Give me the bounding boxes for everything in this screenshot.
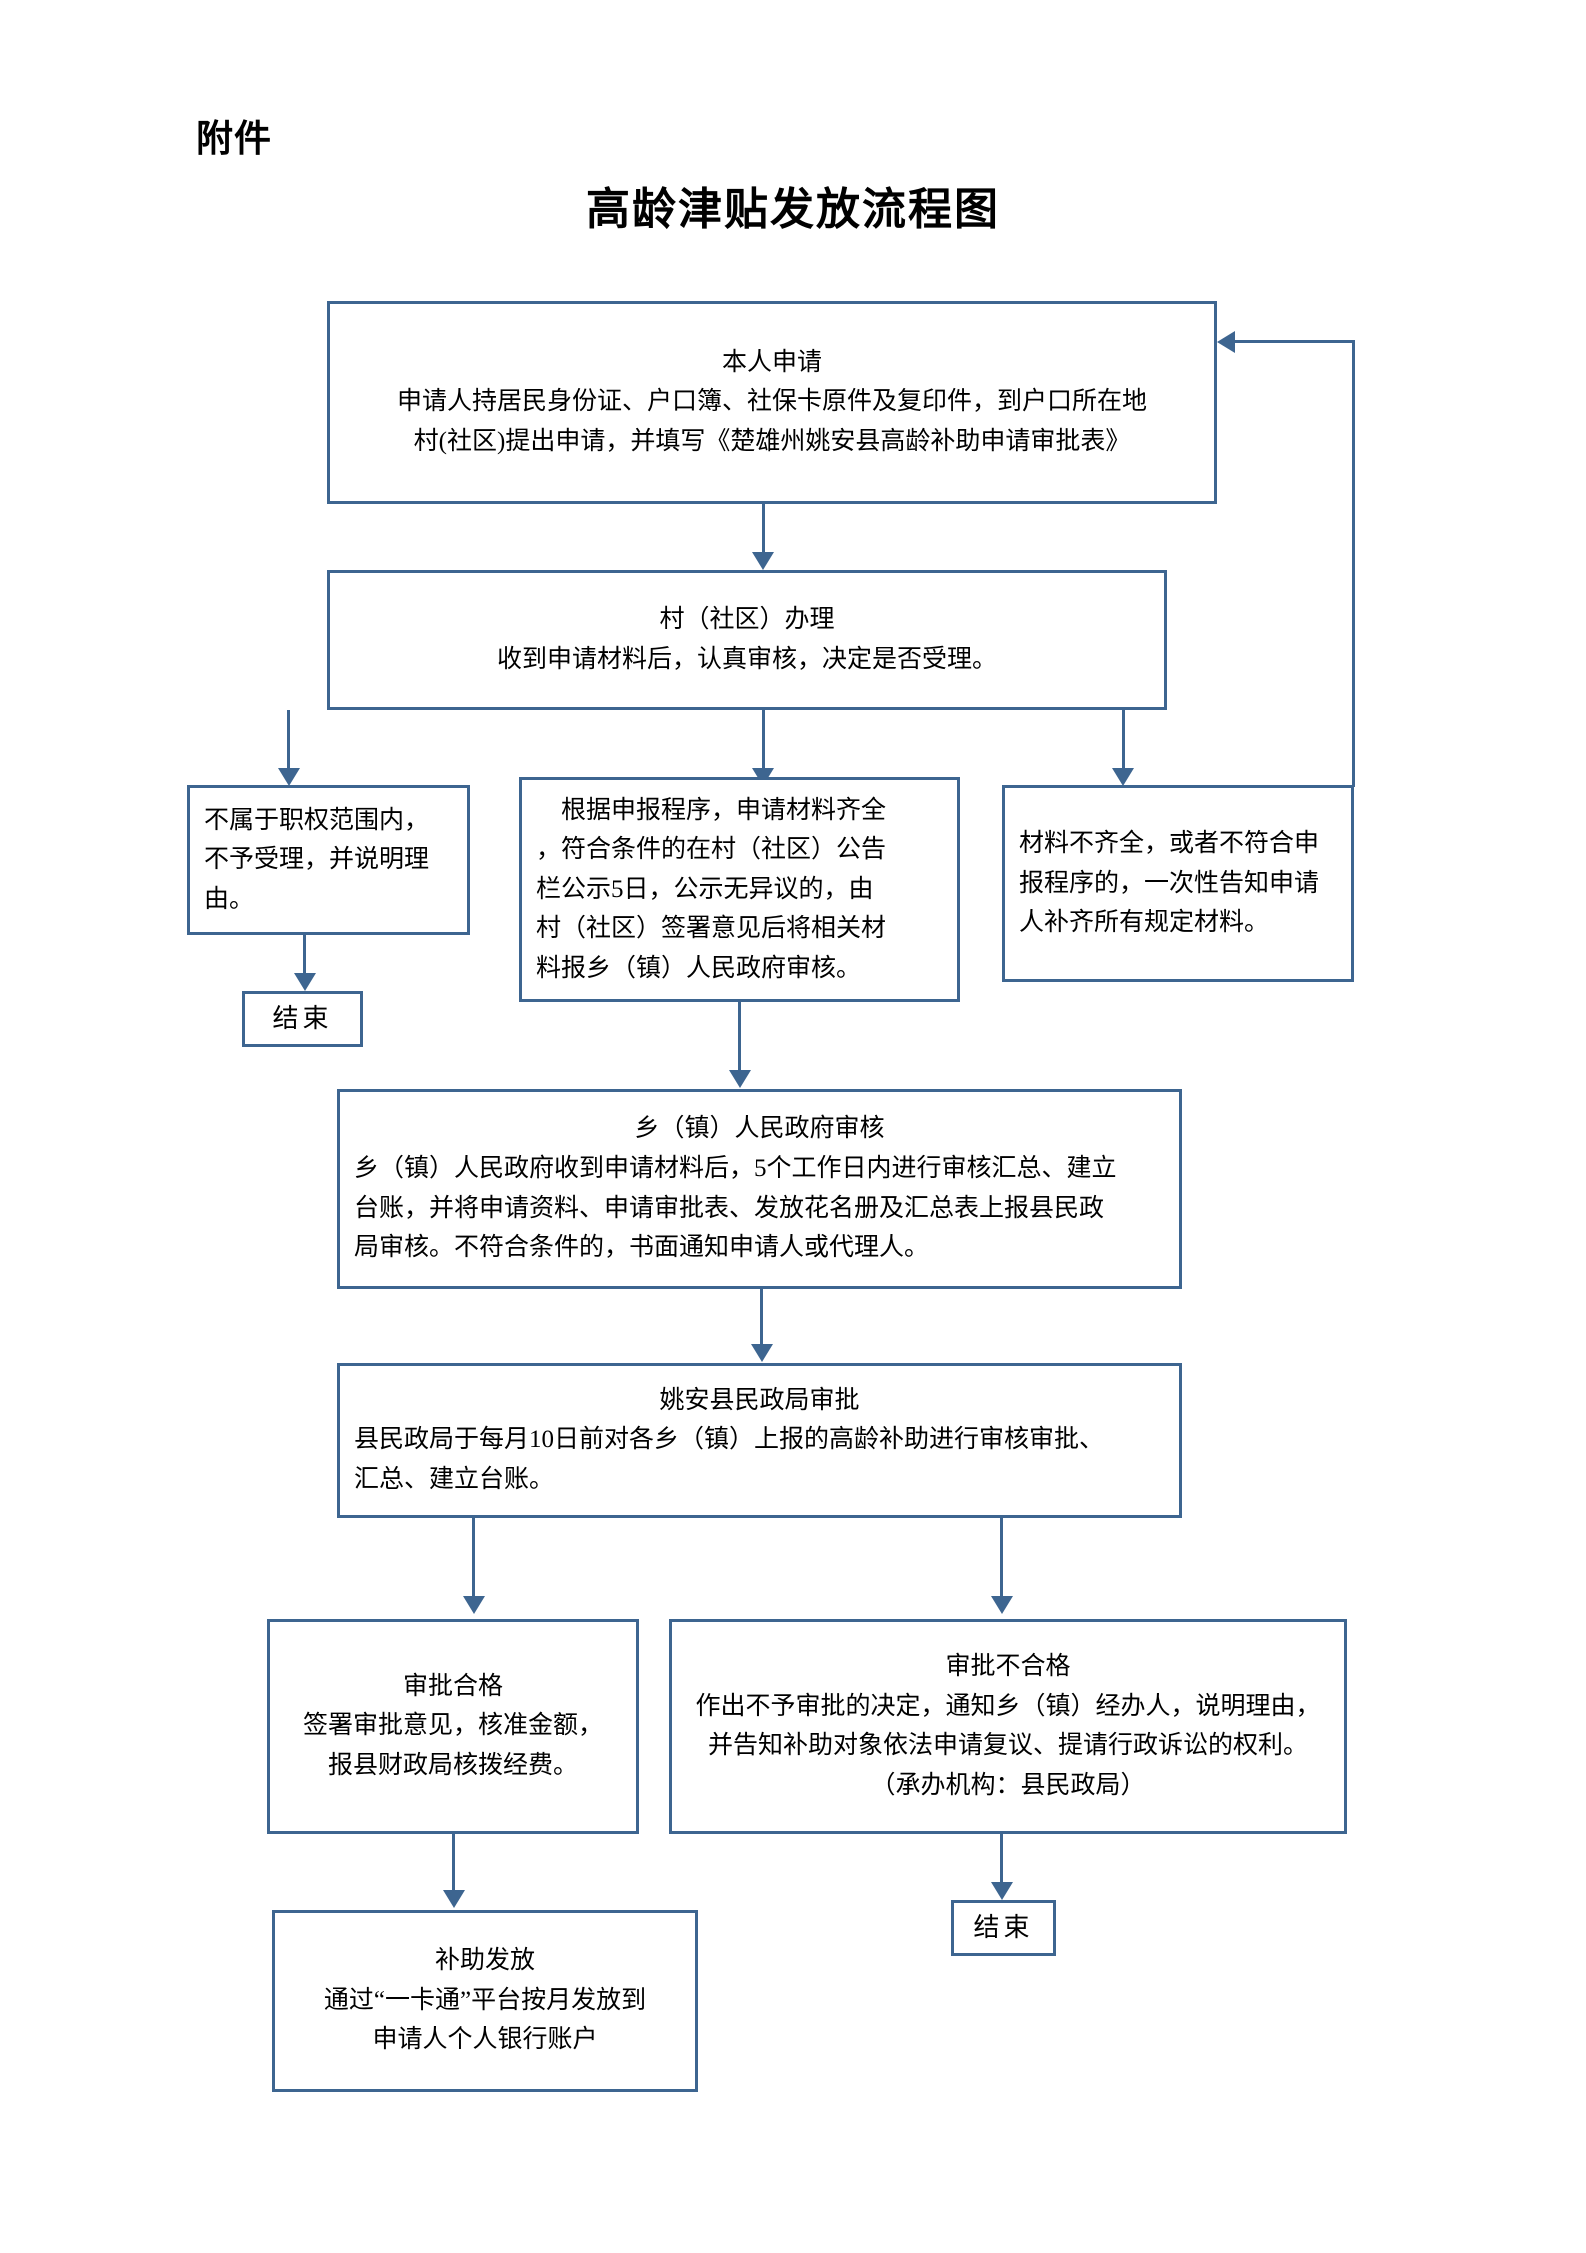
node-county-approval[interactable]: 姚安县民政局审批 县民政局于每月10日前对各乡（镇）上报的高龄补助进行审核审批、… <box>337 1363 1182 1518</box>
node-township-review-line3: 局审核。不符合条件的，书面通知申请人或代理人。 <box>354 1234 930 1262</box>
node-approved-heading: 审批合格 <box>402 1672 503 1700</box>
connector-village-left-vert <box>287 710 290 770</box>
node-approved[interactable]: 审批合格 签署审批意见，核准金额， 报县财政局核拨经费。 <box>267 1619 639 1834</box>
node-end-right-label: 结束 <box>973 1912 1034 1942</box>
connector-approved-to-disbursement <box>452 1834 455 1892</box>
node-self-application-line1: 申请人持居民身份证、户口簿、社保卡原件及复印件，到户口所在地 <box>396 388 1147 416</box>
node-publicize[interactable]: 根据申报程序，申请材料齐全 ，符合条件的在村（社区）公告 栏公示5日，公示无异议… <box>519 777 960 1002</box>
node-publicize-line5: 料报乡（镇）人民政府审核。 <box>536 954 862 982</box>
node-rejected-line3: （承办机构：县民政局） <box>870 1771 1146 1799</box>
connector-apply-to-village <box>762 504 765 554</box>
node-incomplete-materials[interactable]: 材料不齐全，或者不符合申 报程序的，一次性告知申请 人补齐所有规定材料。 <box>1002 785 1354 982</box>
arrowhead-approved-to-disbursement <box>443 1890 465 1908</box>
node-county-approval-line2: 汇总、建立台账。 <box>354 1465 555 1493</box>
node-disbursement[interactable]: 补助发放 通过“一卡通”平台按月发放到 申请人个人银行账户 <box>272 1910 698 2092</box>
arrowhead-township-to-county <box>751 1344 773 1362</box>
node-end-left-label: 结束 <box>272 1003 333 1033</box>
node-out-of-scope[interactable]: 不属于职权范围内， 不予受理，并说明理 由。 <box>187 785 470 935</box>
connector-township-to-county <box>760 1289 763 1346</box>
node-county-approval-heading: 姚安县民政局审批 <box>659 1386 860 1414</box>
node-township-review-heading: 乡（镇）人民政府审核 <box>634 1115 885 1143</box>
arrowhead-feedback-to-apply <box>1217 331 1235 353</box>
page-title: 高龄津贴发放流程图 <box>586 185 1000 234</box>
connector-county-to-rejected <box>1000 1518 1003 1598</box>
node-rejected-heading: 审批不合格 <box>945 1652 1071 1680</box>
connector-village-mid-vert <box>762 710 765 770</box>
node-incomplete-materials-line3: 人补齐所有规定材料。 <box>1019 909 1270 937</box>
node-self-application-heading: 本人申请 <box>721 348 822 376</box>
arrowhead-county-to-approved <box>463 1596 485 1614</box>
node-end-right[interactable]: 结束 <box>951 1900 1056 1956</box>
node-out-of-scope-line2: 不予受理，并说明理 <box>204 846 430 874</box>
connector-village-right-vert <box>1122 710 1125 770</box>
arrowhead-publicize-to-township <box>729 1070 751 1088</box>
node-village-processing-line1: 收到申请材料后，认真审核，决定是否受理。 <box>496 645 997 673</box>
arrowhead-village-to-incomplete <box>1112 768 1134 786</box>
connector-out-of-scope-to-end <box>303 935 306 975</box>
node-township-review-line2: 台账，并将申请资料、申请审批表、发放花名册及汇总表上报县民政 <box>354 1194 1105 1222</box>
connector-village-left-stub <box>287 710 290 713</box>
node-approved-line1: 签署审批意见，核准金额， <box>302 1712 603 1740</box>
arrowhead-apply-to-village <box>752 552 774 570</box>
node-incomplete-materials-line1: 材料不齐全，或者不符合申 <box>1019 830 1320 858</box>
node-self-application-line2: 村(社区)提出申请，并填写《楚雄州姚安县高龄补助申请审批表》 <box>413 427 1131 455</box>
arrowhead-county-to-rejected <box>991 1596 1013 1614</box>
node-disbursement-heading: 补助发放 <box>434 1947 535 1975</box>
arrowhead-village-to-out-of-scope <box>278 768 300 786</box>
node-county-approval-line1: 县民政局于每月10日前对各乡（镇）上报的高龄补助进行审核审批、 <box>354 1426 1105 1454</box>
node-publicize-line1: 根据申报程序，申请材料齐全 <box>536 796 887 824</box>
node-out-of-scope-line1: 不属于职权范围内， <box>204 806 430 834</box>
connector-feedback-horiz <box>1235 340 1355 343</box>
node-publicize-line3: 栏公示5日，公示无异议的，由 <box>536 875 874 903</box>
connector-feedback-vert <box>1352 340 1355 787</box>
node-publicize-line2: ，符合条件的在村（社区）公告 <box>536 836 887 864</box>
node-rejected-line2: 并告知补助对象依法申请复议、提请行政诉讼的权利。 <box>707 1732 1308 1760</box>
node-self-application[interactable]: 本人申请 申请人持居民身份证、户口簿、社保卡原件及复印件，到户口所在地 村(社区… <box>327 301 1217 504</box>
node-publicize-line4: 村（社区）签署意见后将相关材 <box>536 915 887 943</box>
node-end-left[interactable]: 结束 <box>242 991 363 1047</box>
node-disbursement-line1: 通过“一卡通”平台按月发放到 <box>323 1986 647 2014</box>
arrowhead-rejected-to-end <box>991 1882 1013 1900</box>
node-incomplete-materials-line2: 报程序的，一次性告知申请 <box>1019 869 1320 897</box>
node-disbursement-line2: 申请人个人银行账户 <box>372 2026 598 2054</box>
node-out-of-scope-line3: 由。 <box>204 885 255 913</box>
node-rejected[interactable]: 审批不合格 作出不予审批的决定，通知乡（镇）经办人，说明理由， 并告知补助对象依… <box>669 1619 1347 1834</box>
attachment-label: 附件 <box>196 118 272 159</box>
connector-county-to-approved <box>472 1518 475 1598</box>
node-rejected-line1: 作出不予审批的决定，通知乡（镇）经办人，说明理由， <box>695 1692 1321 1720</box>
connector-publicize-to-township <box>738 1002 741 1072</box>
arrowhead-out-of-scope-to-end <box>294 973 316 991</box>
node-village-processing-heading: 村（社区）办理 <box>659 605 835 633</box>
node-village-processing[interactable]: 村（社区）办理 收到申请材料后，认真审核，决定是否受理。 <box>327 570 1167 710</box>
connector-rejected-to-end <box>1000 1834 1003 1884</box>
node-township-review[interactable]: 乡（镇）人民政府审核 乡（镇）人民政府收到申请材料后，5个工作日内进行审核汇总、… <box>337 1089 1182 1289</box>
node-approved-line2: 报县财政局核拨经费。 <box>327 1751 578 1779</box>
node-township-review-line1: 乡（镇）人民政府收到申请材料后，5个工作日内进行审核汇总、建立 <box>354 1155 1117 1183</box>
